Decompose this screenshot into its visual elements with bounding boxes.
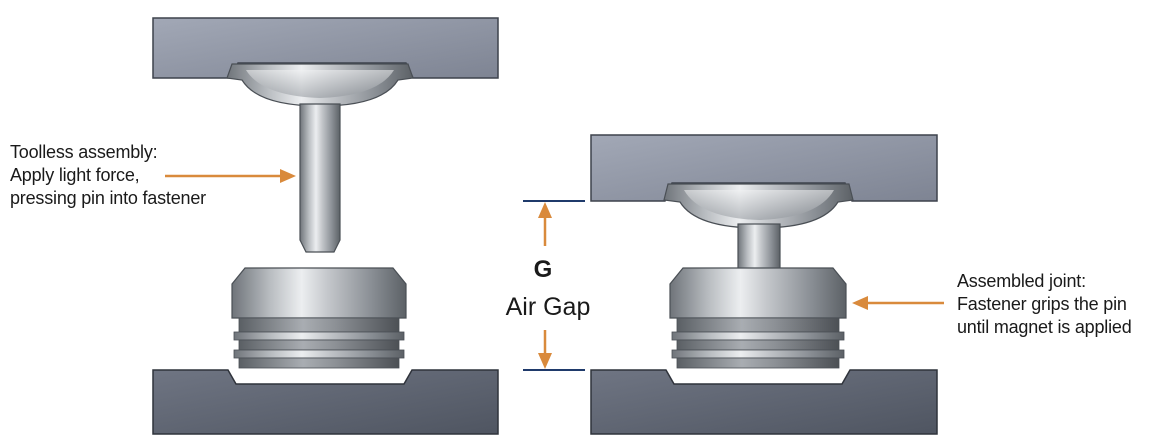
left-pin-head	[226, 63, 414, 107]
left-annotation-line: Toolless assembly:	[10, 142, 158, 162]
air-gap-dimension	[523, 200, 585, 371]
right-annotation-line: Assembled joint:	[957, 271, 1086, 291]
left-bottom-panel	[152, 369, 499, 435]
right-top-panel	[590, 134, 938, 202]
left-annotation-arrow	[165, 169, 296, 183]
right-fastener-body	[669, 267, 847, 369]
right-annotation-arrow	[852, 296, 944, 310]
right-annotation-line: until magnet is applied	[957, 317, 1132, 337]
right-pin-head	[663, 183, 854, 229]
right-annotation-text: Assembled joint: Fastener grips the pin …	[957, 270, 1132, 339]
right-pin-shaft	[737, 223, 781, 271]
right-bottom-panel	[590, 369, 938, 435]
left-top-panel	[152, 17, 499, 79]
left-annotation-line: pressing pin into fastener	[10, 188, 206, 208]
left-pin-shaft	[299, 103, 341, 253]
left-fastener-body	[231, 267, 407, 369]
gap-letter: G	[533, 256, 553, 283]
left-annotation-line: Apply light force,	[10, 165, 140, 185]
gap-label: Air Gap	[505, 293, 591, 321]
right-assembly	[590, 134, 938, 435]
right-annotation-line: Fastener grips the pin	[957, 294, 1127, 314]
left-assembly	[152, 17, 499, 435]
left-annotation-text: Toolless assembly: Apply light force, pr…	[10, 141, 206, 210]
